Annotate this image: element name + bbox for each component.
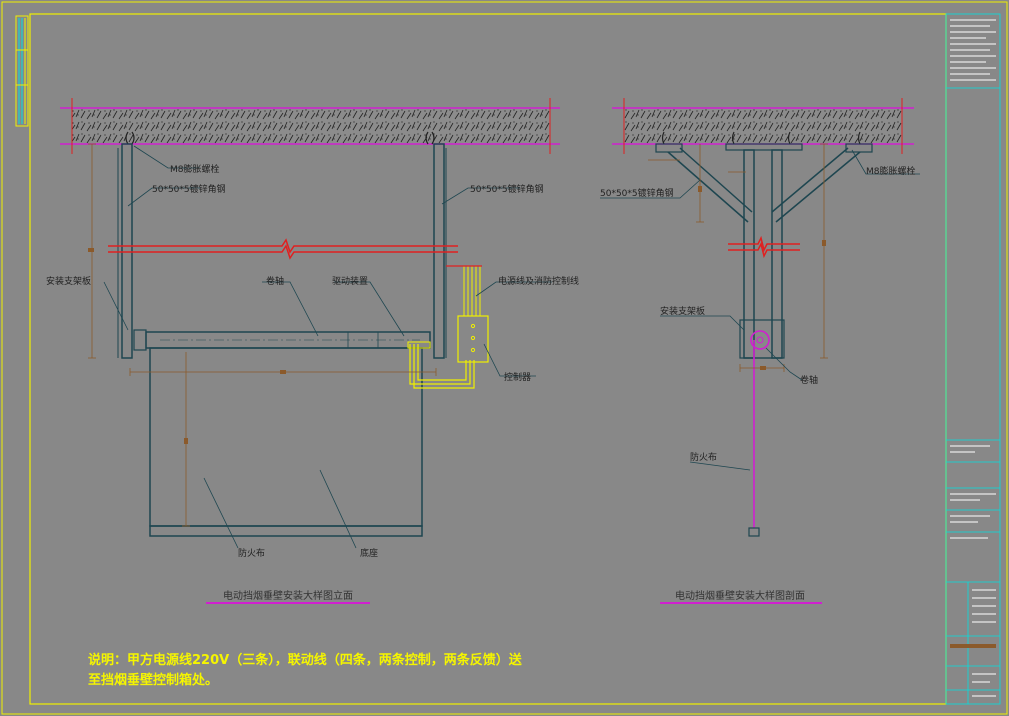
title-block-seal-bar bbox=[950, 644, 996, 648]
angle-steel-left bbox=[121, 143, 133, 359]
elevation-view: M8膨胀螺栓 50*50*5镀锌角钢 50*50*5镀锌角钢 安装支架板 卷轴 … bbox=[46, 98, 579, 604]
curtain-base-bar bbox=[149, 525, 423, 537]
section-title: 电动挡烟垂壁安装大样图剖面 bbox=[675, 589, 805, 602]
label-bracket-elevation: 安装支架板 bbox=[46, 275, 91, 287]
break-line-left bbox=[108, 238, 458, 260]
section-roller bbox=[750, 330, 770, 350]
label-drive: 驱动装置 bbox=[332, 275, 368, 287]
label-cloth-elevation: 防火布 bbox=[238, 547, 265, 559]
label-roller-section: 卷轴 bbox=[800, 374, 818, 386]
anchor-bolt-right bbox=[425, 131, 435, 145]
binding-strip bbox=[15, 15, 29, 127]
section-post-right bbox=[771, 149, 783, 359]
label-roller-elevation: 卷轴 bbox=[266, 275, 284, 287]
label-cloth-section: 防火布 bbox=[690, 451, 717, 463]
diagonal-braces bbox=[667, 147, 861, 223]
label-bolt-elevation: M8膨胀螺栓 bbox=[170, 163, 220, 175]
control-cable bbox=[409, 265, 482, 389]
elevation-title: 电动挡烟垂壁安装大样图立面 bbox=[223, 589, 353, 602]
label-steel-right: 50*50*5镀锌角钢 bbox=[470, 183, 544, 195]
concrete-slab-left bbox=[71, 107, 551, 145]
label-cable: 电源线及消防控制线 bbox=[498, 275, 579, 287]
section-bracket-plate bbox=[739, 319, 785, 359]
anchor-bolt-left bbox=[125, 131, 135, 145]
label-controller: 控制器 bbox=[504, 371, 531, 383]
anchor-bolts-section bbox=[661, 131, 861, 145]
dimension-lines-elevation bbox=[88, 143, 437, 527]
leader-lines-elevation bbox=[103, 145, 552, 549]
fire-cloth-curtain bbox=[149, 347, 423, 527]
controller-box bbox=[457, 315, 489, 363]
leader-lines-section bbox=[600, 149, 920, 471]
section-base-weight bbox=[748, 527, 760, 537]
label-steel-left: 50*50*5镀锌角钢 bbox=[152, 183, 226, 195]
note-line-1: 说明：甲方电源线220V（三条），联动线（四条，两条控制，两条反馈）送 bbox=[88, 652, 523, 668]
angle-steel-right bbox=[433, 143, 445, 359]
title-block-text-marks bbox=[950, 19, 996, 697]
label-bolt-section: M8膨胀螺栓 bbox=[866, 165, 916, 177]
section-post-left bbox=[743, 149, 755, 359]
title-block bbox=[945, 13, 1001, 705]
label-steel-section: 50*50*5镀锌角钢 bbox=[600, 187, 674, 199]
section-view: 50*50*5镀锌角钢 M8膨胀螺栓 安装支架板 卷轴 防火布 电动挡烟垂壁安装… bbox=[600, 98, 920, 604]
label-bracket-section: 安装支架板 bbox=[660, 305, 705, 317]
note-line-2: 至挡烟垂壁控制箱处。 bbox=[88, 672, 218, 688]
concrete-slab-right bbox=[623, 107, 903, 145]
dimension-lines-section bbox=[648, 143, 828, 372]
break-line-right bbox=[728, 235, 800, 259]
label-base: 底座 bbox=[360, 547, 378, 559]
